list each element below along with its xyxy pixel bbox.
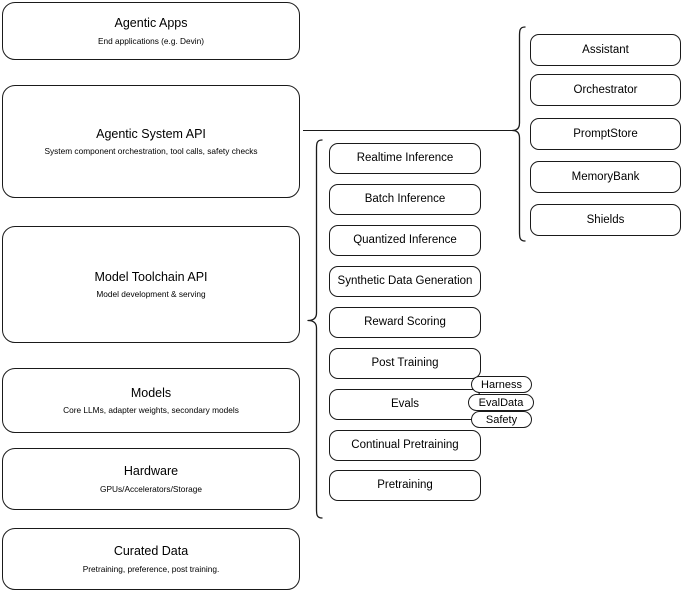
- tag-label: Harness: [481, 378, 522, 391]
- toolchain-component-synthetic-data-generation[interactable]: Synthetic Data Generation: [329, 266, 481, 297]
- component-label: Assistant: [582, 43, 629, 56]
- stack-layer-model-toolchain-api[interactable]: Model Toolchain API Model development & …: [2, 226, 300, 343]
- component-label: Continual Pretraining: [351, 439, 459, 452]
- toolchain-component-pretraining[interactable]: Pretraining: [329, 470, 481, 501]
- layer-title: Models: [130, 385, 172, 400]
- brace-system-components: [511, 26, 526, 242]
- system-component-assistant[interactable]: Assistant: [530, 34, 681, 66]
- stack-layer-agentic-apps[interactable]: Agentic Apps End applications (e.g. Devi…: [2, 2, 300, 60]
- stack-layer-models[interactable]: Models Core LLMs, adapter weights, secon…: [2, 368, 300, 433]
- layer-subtitle: System component orchestration, tool cal…: [44, 146, 258, 157]
- component-label: Batch Inference: [364, 193, 446, 206]
- toolchain-component-evals[interactable]: Evals: [329, 389, 481, 420]
- component-label: Post Training: [371, 357, 439, 370]
- component-label: Shields: [586, 213, 625, 226]
- layer-subtitle: GPUs/Accelerators/Storage: [100, 483, 202, 494]
- layer-subtitle: Pretraining, preference, post training.: [82, 563, 220, 574]
- layer-title: Curated Data: [113, 544, 189, 558]
- component-label: Synthetic Data Generation: [337, 275, 473, 288]
- component-label: Realtime Inference: [356, 152, 454, 165]
- toolchain-component-quantized-inference[interactable]: Quantized Inference: [329, 225, 481, 256]
- evals-tag-safety[interactable]: Safety: [471, 411, 532, 428]
- brace-toolchain-components: [307, 139, 323, 519]
- system-component-promptstore[interactable]: PromptStore: [530, 118, 681, 150]
- component-label: Reward Scoring: [364, 316, 446, 329]
- toolchain-component-realtime-inference[interactable]: Realtime Inference: [329, 143, 481, 174]
- component-label: Evals: [390, 398, 420, 411]
- stack-layer-curated-data[interactable]: Curated Data Pretraining, preference, po…: [2, 528, 300, 590]
- tag-label: Safety: [485, 413, 518, 426]
- toolchain-component-batch-inference[interactable]: Batch Inference: [329, 184, 481, 215]
- stack-layer-agentic-system-api[interactable]: Agentic System API System component orch…: [2, 85, 300, 198]
- evals-tag-harness[interactable]: Harness: [471, 376, 532, 393]
- layer-title: Model Toolchain API: [94, 269, 208, 284]
- system-component-shields[interactable]: Shields: [530, 204, 681, 236]
- component-label: PromptStore: [573, 127, 638, 140]
- connector-system-api-to-components: [303, 130, 513, 132]
- component-label: MemoryBank: [571, 170, 640, 183]
- toolchain-component-continual-pretraining[interactable]: Continual Pretraining: [329, 430, 481, 461]
- component-label: Orchestrator: [573, 83, 638, 96]
- evals-tag-evaldata[interactable]: EvalData: [468, 394, 534, 411]
- component-label: Pretraining: [377, 479, 433, 492]
- system-component-orchestrator[interactable]: Orchestrator: [530, 74, 681, 106]
- tag-label: EvalData: [478, 396, 524, 409]
- toolchain-component-post-training[interactable]: Post Training: [329, 348, 481, 379]
- system-component-memorybank[interactable]: MemoryBank: [530, 161, 681, 193]
- layer-title: Agentic System API: [96, 126, 206, 141]
- layer-subtitle: End applications (e.g. Devin): [97, 35, 205, 46]
- layer-title: Agentic Apps: [114, 16, 188, 30]
- layer-subtitle: Core LLMs, adapter weights, secondary mo…: [63, 405, 239, 416]
- layer-subtitle: Model development & serving: [96, 289, 206, 300]
- stack-layer-hardware[interactable]: Hardware GPUs/Accelerators/Storage: [2, 448, 300, 510]
- component-label: Quantized Inference: [353, 234, 457, 247]
- toolchain-component-reward-scoring[interactable]: Reward Scoring: [329, 307, 481, 338]
- layer-title: Hardware: [123, 464, 179, 478]
